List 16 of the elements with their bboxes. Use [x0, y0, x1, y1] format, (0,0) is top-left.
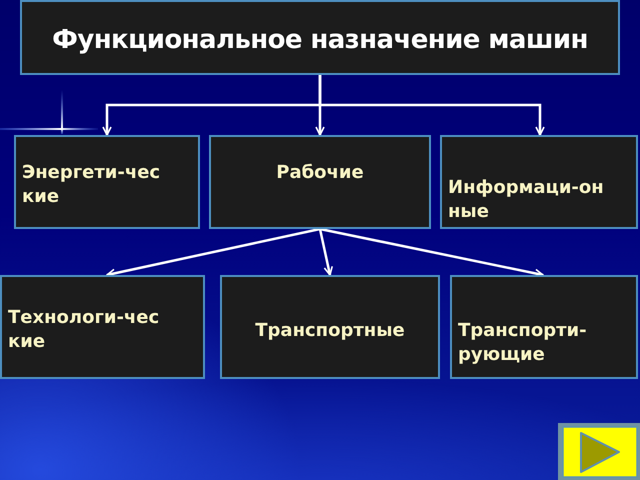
category-box — [209, 135, 431, 229]
node-label: Рабочие — [275, 161, 365, 185]
title-box — [20, 0, 620, 75]
node-label: Энергети-чес кие — [22, 161, 162, 209]
category-box — [220, 275, 440, 379]
node-label: Технологи-чес кие — [8, 306, 160, 354]
category-box — [14, 135, 200, 229]
category-box — [440, 135, 638, 229]
arrow — [318, 228, 333, 276]
node-label: Транспортные — [254, 319, 406, 343]
node-label: Транспорти-рующие — [458, 319, 588, 367]
arrow — [318, 75, 545, 136]
category-box — [450, 275, 638, 379]
node-label: Информаци-он ные — [448, 176, 605, 224]
title-text: Функциональное назначение машин — [52, 24, 588, 54]
category-box — [0, 275, 205, 379]
